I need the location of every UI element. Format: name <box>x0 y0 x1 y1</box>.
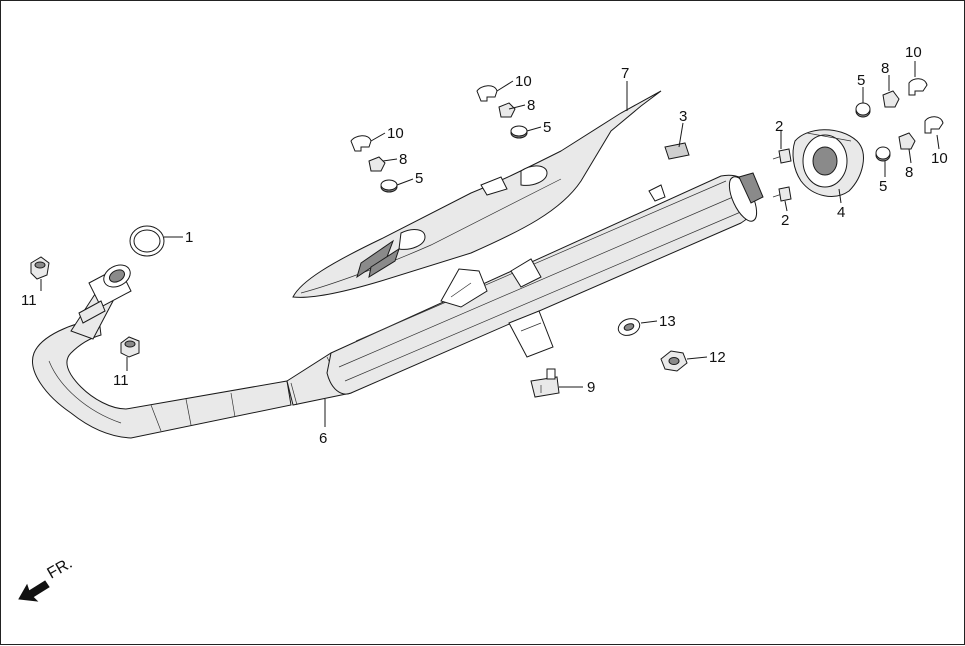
callout-8-left: 8 <box>399 151 407 168</box>
part-screw-upper <box>772 148 792 164</box>
part-gasket <box>129 225 165 257</box>
callout-7: 7 <box>621 65 629 82</box>
callout-11-right: 11 <box>113 372 129 389</box>
callout-10-left: 10 <box>387 125 404 142</box>
part-clip <box>664 142 690 160</box>
callout-10-top: 10 <box>515 73 532 90</box>
callout-5-right-lower: 5 <box>879 178 887 195</box>
part-heat-shield <box>292 90 662 298</box>
front-direction-indicator: FR. <box>18 555 76 602</box>
callout-labels: 1 2 2 3 4 5 5 5 5 6 7 8 8 8 8 9 10 10 10… <box>21 44 948 447</box>
callout-5-right-upper: 5 <box>857 72 865 89</box>
callout-8-right-upper: 8 <box>881 60 889 77</box>
part-exhaust-muffler <box>32 172 764 439</box>
callout-13: 13 <box>659 313 676 330</box>
callout-6: 6 <box>319 430 327 447</box>
part-screw-lower <box>772 186 792 202</box>
part-bolt-bracket <box>530 368 560 398</box>
leader-lines <box>40 61 940 427</box>
callout-10-right-lower: 10 <box>931 150 948 167</box>
callout-2-upper: 2 <box>775 118 783 135</box>
part-washer <box>617 318 641 336</box>
part-flange-nut-right <box>120 336 140 358</box>
part-hex-nut <box>660 350 688 372</box>
callout-3: 3 <box>679 108 687 125</box>
callout-5-top: 5 <box>543 119 551 136</box>
callout-10-right-upper: 10 <box>905 44 922 61</box>
callout-11-left: 11 <box>21 292 37 309</box>
front-arrow-icon <box>18 580 50 602</box>
callout-4: 4 <box>837 204 845 221</box>
callout-1: 1 <box>185 229 193 246</box>
callout-9: 9 <box>587 379 595 396</box>
part-group-rubber-mounts <box>350 78 944 193</box>
callout-8-right-lower: 8 <box>905 164 913 181</box>
part-end-cap <box>792 129 864 197</box>
front-label: FR. <box>45 555 76 583</box>
callout-2-lower: 2 <box>781 212 789 229</box>
callout-12: 12 <box>709 349 726 366</box>
callout-5-left: 5 <box>415 170 423 187</box>
callout-8-top: 8 <box>527 97 535 114</box>
part-flange-nut-left <box>30 256 50 280</box>
